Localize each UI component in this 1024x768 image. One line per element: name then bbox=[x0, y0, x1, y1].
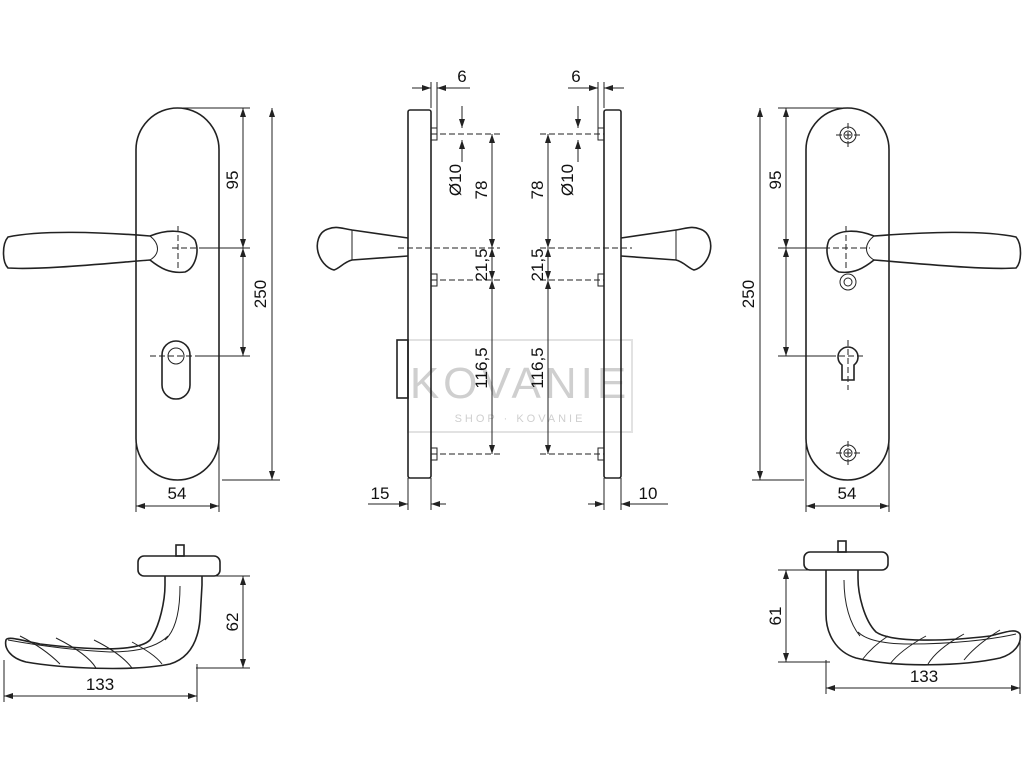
dim-length-left: 133 bbox=[86, 675, 114, 694]
dim-total-right: 250 bbox=[739, 280, 758, 308]
dim-upper-hole-right: 78 bbox=[528, 181, 547, 200]
lever-left bbox=[2, 230, 198, 274]
side-view-left: 6 Ø10 78 21,5 116,5 15 bbox=[316, 67, 500, 510]
dim-width-left: 54 bbox=[168, 484, 187, 503]
plate-side-left bbox=[407, 109, 432, 479]
backplate-left bbox=[135, 107, 220, 481]
handle-top-right: 61 133 bbox=[766, 540, 1022, 694]
side-view-right: 6 Ø10 78 21,5 116,5 10 bbox=[528, 67, 712, 510]
lever-side-right bbox=[620, 226, 712, 271]
lever-side-left bbox=[316, 226, 409, 271]
watermark: KOVANIE SHOP · KOVANIE bbox=[407, 339, 633, 433]
dim-lower-left: 116,5 bbox=[472, 347, 491, 388]
dim-top-offset-left: 6 bbox=[457, 67, 466, 86]
backplate-right bbox=[805, 107, 890, 481]
lever-right bbox=[826, 230, 1022, 274]
dim-total-left: 250 bbox=[251, 280, 270, 308]
dim-mid-right: 21,5 bbox=[528, 248, 547, 281]
dim-width-right: 54 bbox=[838, 484, 857, 503]
handle-grip-left bbox=[4, 576, 203, 670]
dim-thickness-left: 15 bbox=[371, 484, 390, 503]
dim-mid-left: 21,5 bbox=[472, 248, 491, 281]
dim-length-right: 133 bbox=[910, 667, 938, 686]
dim-hole-dia-right: Ø10 bbox=[558, 164, 577, 196]
dim-upper-hole-left: 78 bbox=[472, 181, 491, 200]
dim-lower-right: 116,5 bbox=[528, 347, 547, 388]
front-view-left: 95 250 54 bbox=[2, 107, 280, 512]
watermark-brand: KOVANIE bbox=[410, 359, 630, 408]
dim-projection-right: 61 bbox=[766, 607, 785, 626]
dim-projection-left: 62 bbox=[223, 613, 242, 632]
dim-upper-right: 95 bbox=[766, 171, 785, 190]
plate-side-right bbox=[603, 109, 622, 479]
watermark-sub: SHOP · KOVANIE bbox=[455, 413, 586, 425]
handle-grip-right bbox=[825, 570, 1022, 666]
dim-thickness-right: 10 bbox=[639, 484, 658, 503]
keyhole-left bbox=[161, 340, 191, 400]
dim-upper-left: 95 bbox=[223, 171, 242, 190]
dim-top-offset-right: 6 bbox=[571, 67, 580, 86]
handle-top-left: 62 133 bbox=[3, 544, 250, 702]
front-view-right: 95 250 54 bbox=[739, 107, 1022, 512]
keyhole-right bbox=[837, 346, 859, 381]
dim-hole-dia-left: Ø10 bbox=[446, 164, 465, 196]
